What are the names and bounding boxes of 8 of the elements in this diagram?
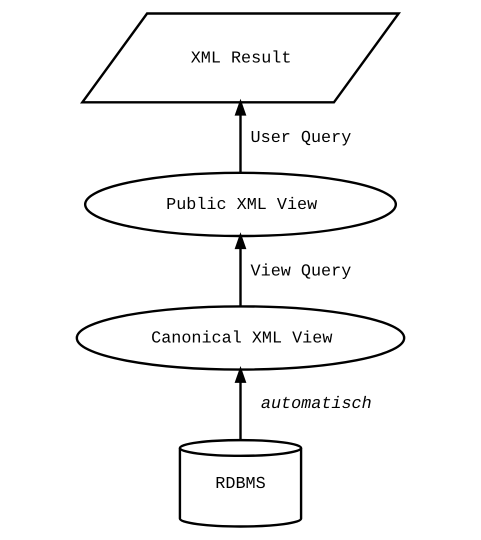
arrow xyxy=(234,232,246,306)
edge-label: User Query xyxy=(250,129,352,148)
edge-label: automatisch xyxy=(260,394,372,414)
arrow xyxy=(234,98,246,173)
node-ellipse: Public XML View xyxy=(84,172,398,238)
arrow xyxy=(234,366,246,440)
node-ellipse: Canonical XML View xyxy=(76,305,406,371)
edge-label: View Query xyxy=(250,262,352,282)
